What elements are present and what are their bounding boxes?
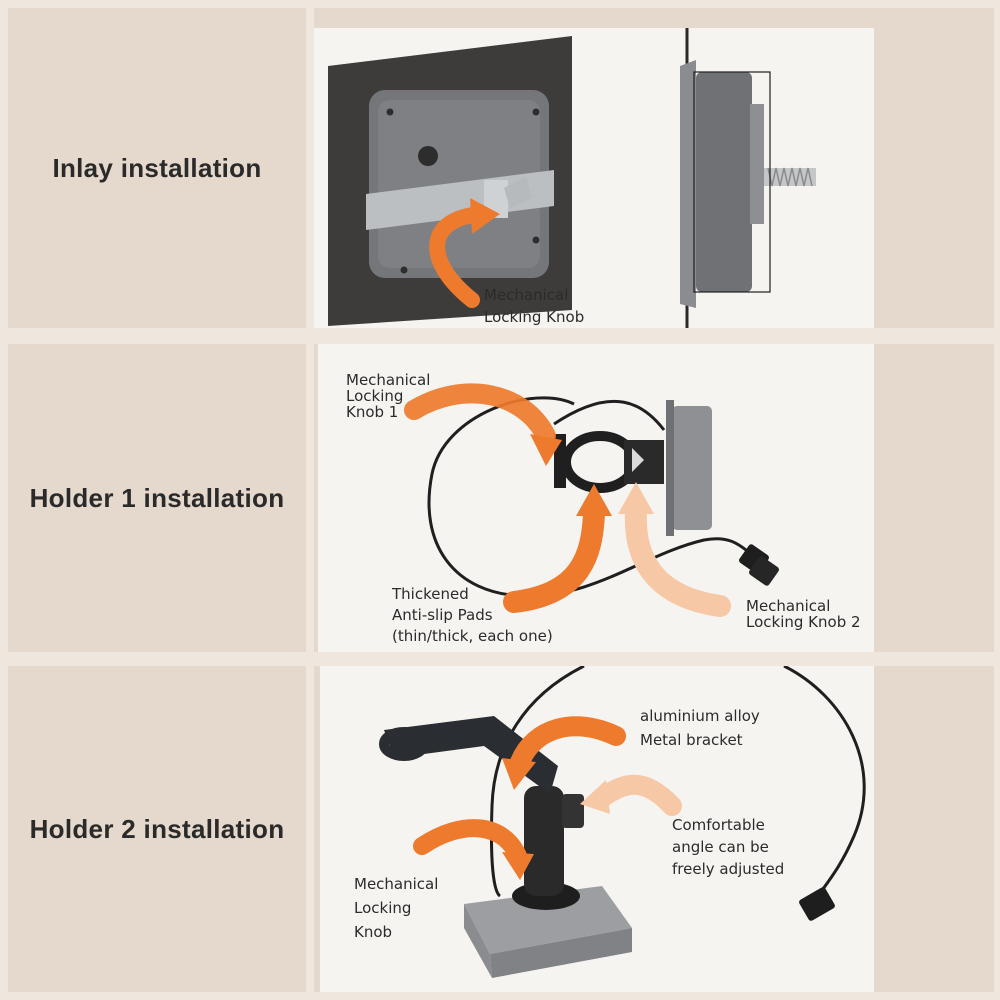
- callout-line: Comfortable: [672, 816, 765, 834]
- callout-line: (thin/thick, each one): [392, 627, 553, 645]
- section-holder-1: Holder 1 installation: [0, 336, 1000, 658]
- callout-metal-bracket: aluminium alloy Metal bracket: [640, 704, 760, 752]
- callout-line: Mechanical: [484, 286, 569, 304]
- inlay-photo: Mechanical Locking Knob: [314, 8, 994, 328]
- callout-line: Locking Knob: [484, 308, 585, 326]
- callout-line: Metal bracket: [640, 731, 743, 749]
- callout-mechanical-locking-knob: Mechanical Locking Knob: [354, 872, 438, 944]
- callout-line: Knob: [354, 923, 393, 941]
- callout-line: aluminium alloy: [640, 707, 760, 725]
- section-inlay: Inlay installation: [0, 0, 1000, 336]
- callout-line: Thickened: [392, 585, 469, 603]
- callout-line: Locking: [346, 387, 404, 405]
- callout-adjustable-angle: Comfortable angle can be freely adjusted: [672, 814, 784, 880]
- callout-mechanical-locking-knob: Mechanical Locking Knob: [484, 284, 584, 328]
- section-holder-2: Holder 2 installation: [0, 658, 1000, 1000]
- callout-line: Mechanical: [746, 597, 831, 615]
- holder-1-photo: Mechanical Locking Knob 1 Thickened Anti…: [314, 344, 994, 652]
- callout-line: Locking: [354, 899, 412, 917]
- callout-line: Mechanical: [346, 371, 431, 389]
- section-title: Holder 1 installation: [29, 482, 285, 513]
- section-title: Holder 2 installation: [29, 813, 285, 844]
- holder-2-illustration: [379, 666, 866, 978]
- inlay-illustration: [328, 28, 816, 328]
- callout-line: Anti-slip Pads: [392, 606, 493, 624]
- callout-mechanical-locking-knob-2: Mechanical Locking Knob 2: [746, 598, 861, 630]
- section-title-panel: Holder 2 installation: [8, 666, 306, 992]
- holder-1-illustration: [404, 383, 779, 617]
- holder-2-photo: aluminium alloy Metal bracket Comfortabl…: [314, 666, 994, 992]
- callout-anti-slip-pads: Thickened Anti-slip Pads (thin/thick, ea…: [392, 584, 553, 647]
- section-title-panel: Holder 1 installation: [8, 344, 306, 652]
- callout-line: Knob 1: [346, 403, 399, 421]
- callout-line: freely adjusted: [672, 860, 785, 878]
- arrow-icon: [429, 206, 490, 308]
- callout-line: Locking Knob 2: [746, 613, 861, 631]
- callout-mechanical-locking-knob-1: Mechanical Locking Knob 1: [346, 372, 430, 420]
- callout-line: angle can be: [672, 838, 769, 856]
- callout-line: Mechanical: [354, 875, 439, 893]
- section-title: Inlay installation: [52, 152, 262, 183]
- section-title-panel: Inlay installation: [8, 8, 306, 328]
